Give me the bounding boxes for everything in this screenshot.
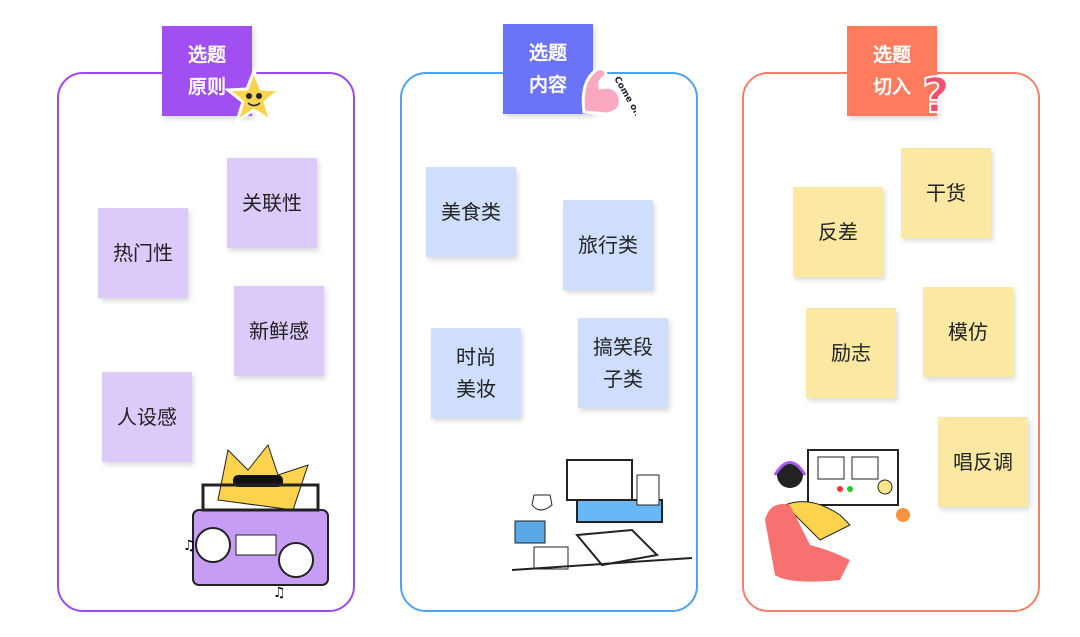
sticky-note: 旅行类: [563, 200, 653, 290]
muscle-sticker-icon: Come on: [581, 67, 636, 118]
header-line: 选题: [872, 44, 911, 66]
sticky-note: 反差: [793, 187, 883, 277]
sticky-note: 搞笑段 子类: [578, 318, 668, 408]
sticky-note: 美食类: [426, 167, 516, 257]
sticky-note: 新鲜感: [234, 286, 324, 376]
header-line: 选题: [187, 44, 226, 66]
boombox-illustration: ♫♫: [183, 443, 329, 600]
header-line: 内容: [528, 74, 567, 96]
svg-text:♫: ♫: [273, 585, 286, 600]
sticky-note: 关联性: [227, 158, 317, 248]
header-line: 原则: [187, 76, 226, 98]
header-content: 选题内容: [503, 24, 593, 114]
header-line: 切入: [872, 76, 911, 98]
header-principles: 选题原则: [162, 26, 252, 116]
sticky-note: 唱反调: [938, 417, 1028, 507]
sticky-note: 热门性: [98, 208, 188, 298]
video-call-illustration: [765, 449, 910, 582]
sticky-note: 时尚 美妆: [431, 328, 521, 418]
question-mark-icon: ?: [921, 68, 951, 120]
header-line: 选题: [528, 42, 567, 64]
svg-text:?: ?: [922, 68, 950, 120]
svg-text:♫: ♫: [183, 538, 196, 554]
star-sticker-icon: [225, 68, 283, 125]
desk-laptop-illustration: [512, 459, 692, 571]
sticky-note: 干货: [901, 148, 991, 238]
header-angle: 选题切入: [847, 26, 937, 116]
sticky-note: 模仿: [923, 287, 1013, 377]
sticky-note: 励志: [806, 308, 896, 398]
sticky-note: 人设感: [102, 372, 192, 462]
